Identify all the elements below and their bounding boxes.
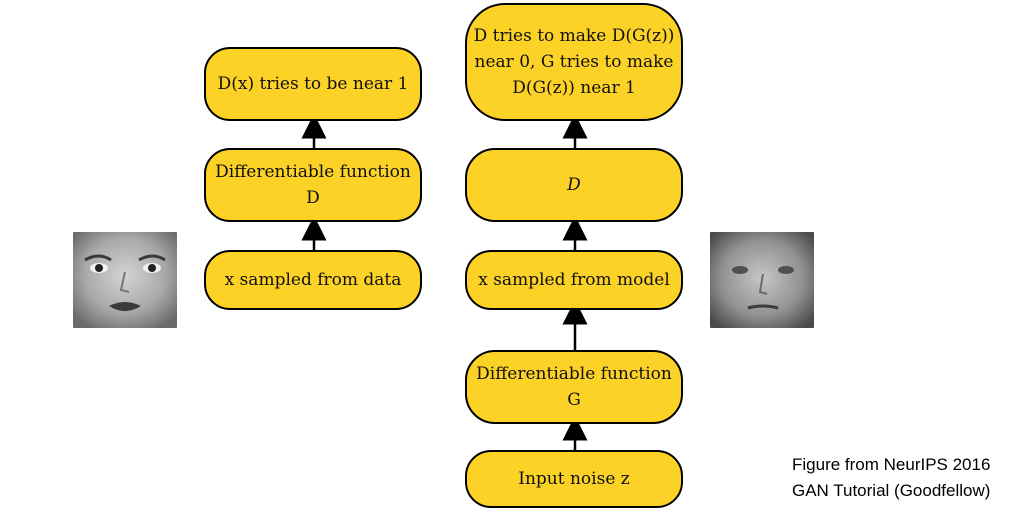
node-generator-label: Differentiable function G xyxy=(476,364,672,410)
node-discriminator-right-label: D xyxy=(567,175,581,195)
node-data-sample-label: x sampled from data xyxy=(224,270,402,290)
node-discriminator-left: Differentiable function D xyxy=(204,148,422,222)
node-data-sample: x sampled from data xyxy=(204,250,422,310)
node-discriminator-right: D xyxy=(465,148,683,222)
node-objective: D tries to make D(G(z)) near 0, G tries … xyxy=(465,3,683,121)
real-face-photo xyxy=(73,232,177,328)
node-discriminator-left-label: Differentiable function D xyxy=(215,162,411,208)
node-model-sample: x sampled from model xyxy=(465,250,683,310)
node-d-of-x-label: D(x) tries to be near 1 xyxy=(217,74,409,94)
node-model-sample-label: x sampled from model xyxy=(478,270,670,290)
node-generator: Differentiable function G xyxy=(465,350,683,424)
node-d-of-x: D(x) tries to be near 1 xyxy=(204,47,422,121)
node-input-noise: Input noise z xyxy=(465,450,683,508)
generated-face-photo xyxy=(710,232,814,328)
caption-line-2: GAN Tutorial (Goodfellow) xyxy=(792,481,991,500)
node-input-noise-label: Input noise z xyxy=(518,469,630,489)
caption-line-1: Figure from NeurIPS 2016 xyxy=(792,455,991,474)
figure-caption: Figure from NeurIPS 2016 GAN Tutorial (G… xyxy=(792,452,990,504)
node-objective-label: D tries to make D(G(z)) near 0, G tries … xyxy=(473,26,675,98)
